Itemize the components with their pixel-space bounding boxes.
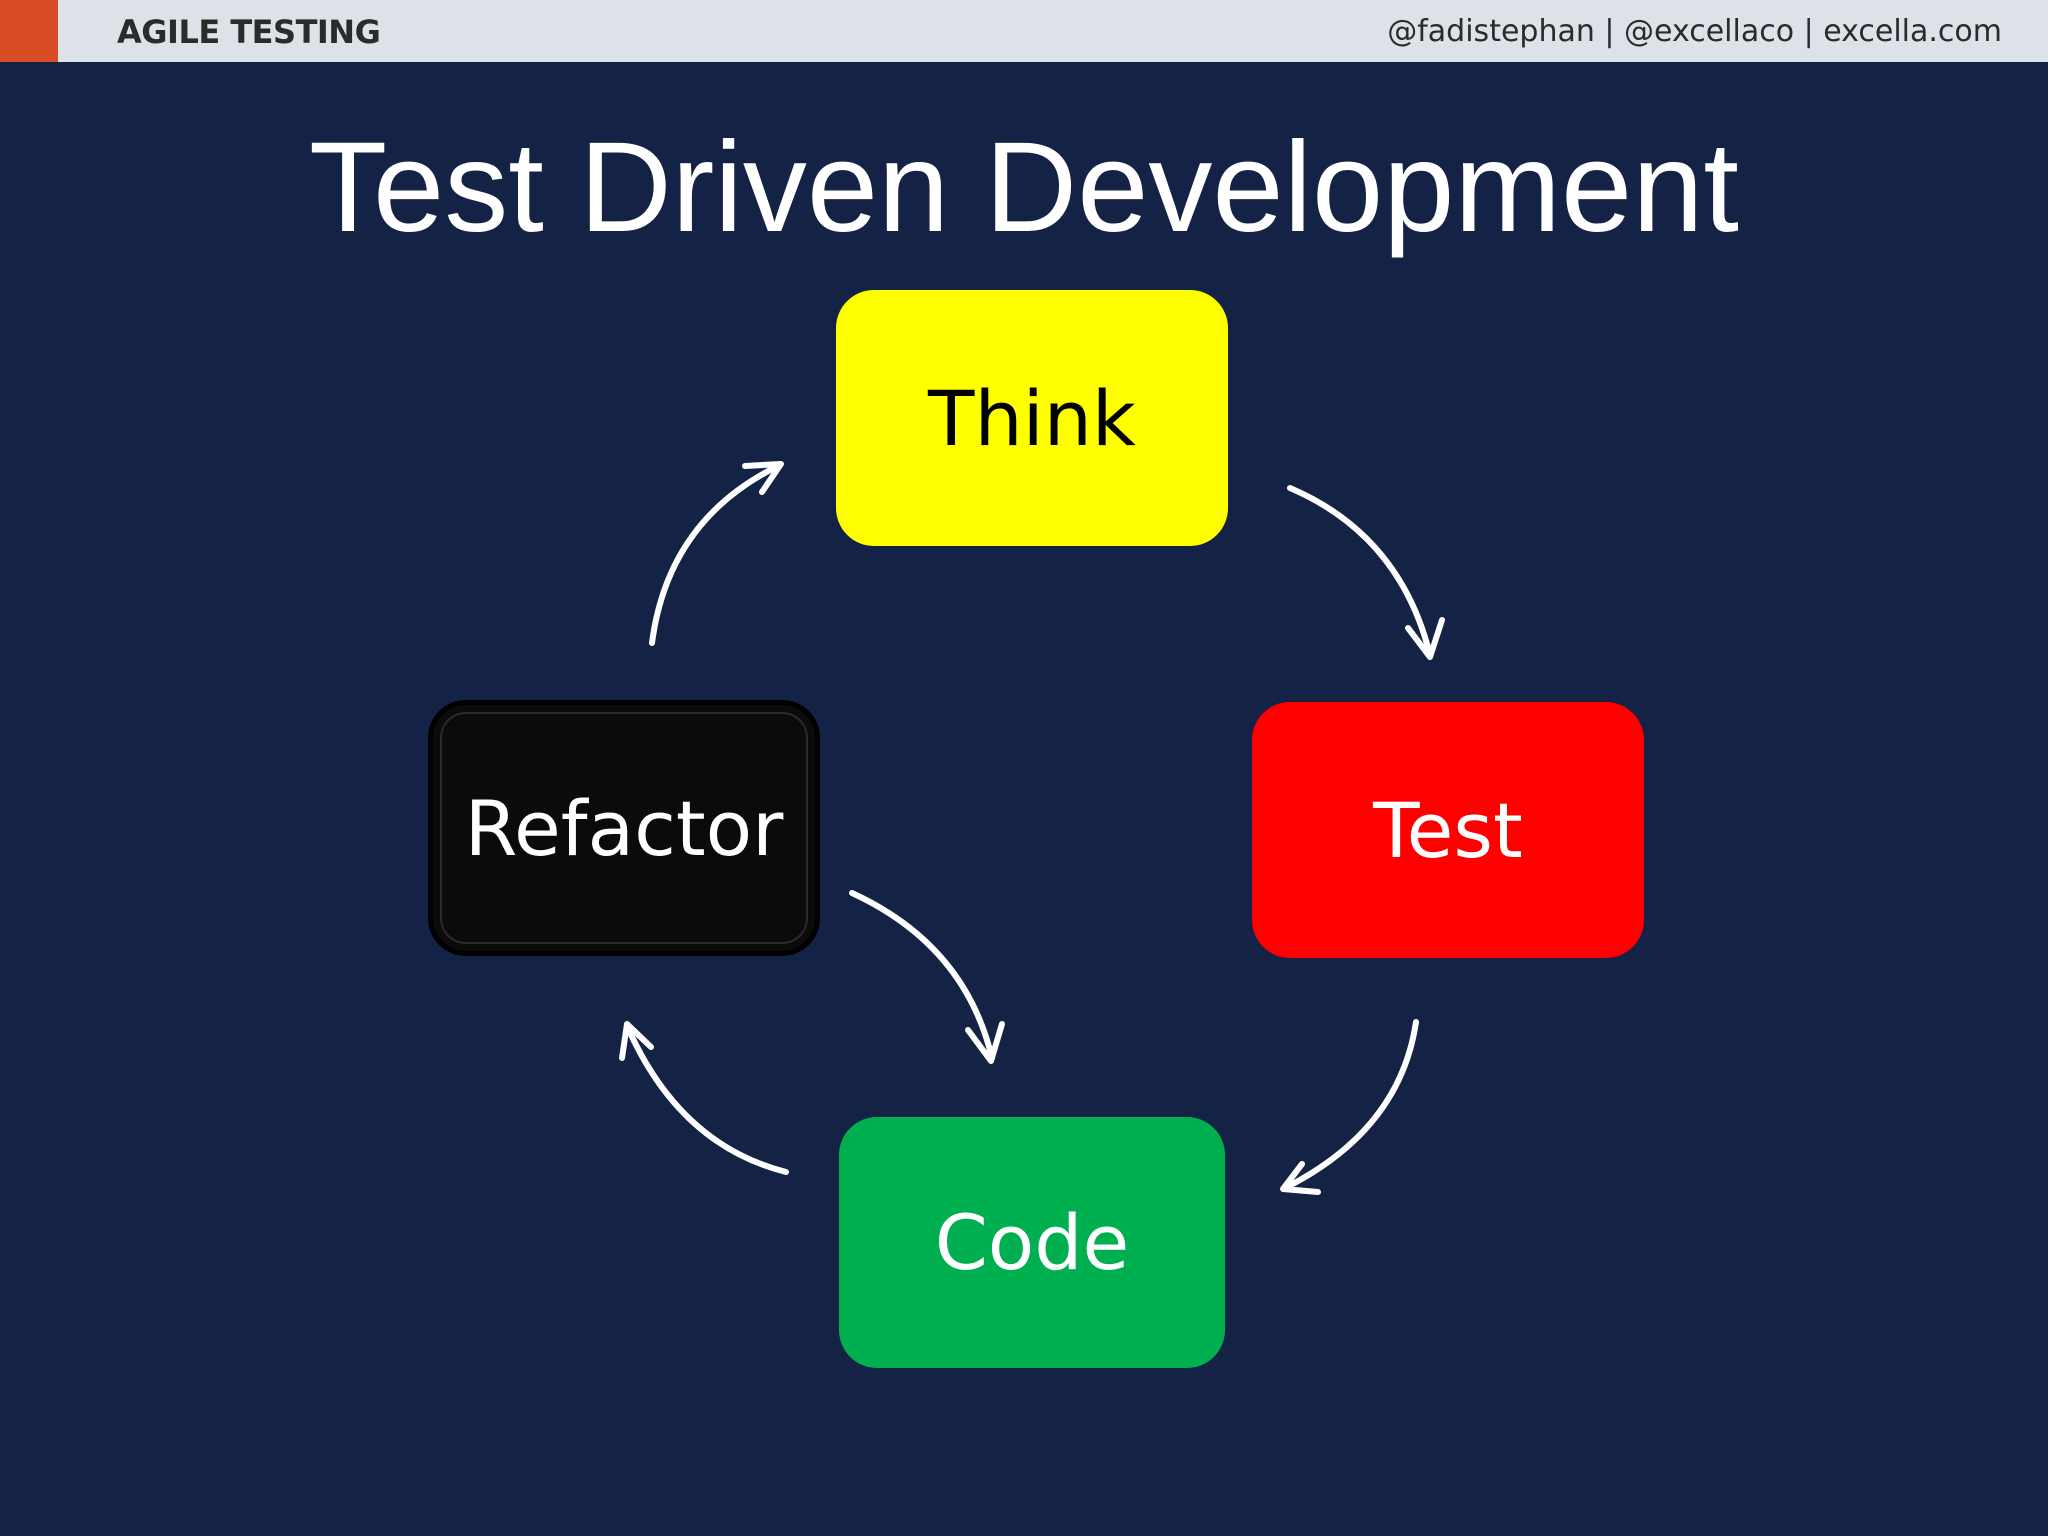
step-test: Test — [1252, 702, 1644, 958]
arrow-head-refactor-to-code — [965, 1021, 1005, 1064]
header-accent — [0, 0, 58, 62]
arrow-test-to-code — [1282, 1019, 1419, 1191]
arrow-code-to-refactor — [625, 1025, 789, 1175]
credits-text: @fadistephan | @excellaco | excella.com — [1387, 14, 2002, 49]
header-bar: AGILE TESTING @fadistephan | @excellaco … — [0, 0, 2048, 62]
arrow-head-think-to-test — [1405, 617, 1445, 660]
arrow-refactor-to-code — [849, 890, 995, 1061]
step-think: Think — [836, 290, 1228, 546]
step-refactor: Refactor — [428, 700, 820, 956]
section-label: AGILE TESTING — [117, 13, 381, 51]
arrow-refactor-to-think — [649, 463, 781, 646]
arrow-think-to-test — [1287, 485, 1433, 658]
slide-title: Test Driven Development — [309, 116, 1739, 259]
step-code: Code — [839, 1117, 1225, 1368]
arrow-head-code-to-refactor — [619, 1021, 654, 1061]
arrow-head-refactor-to-think — [742, 461, 784, 495]
arrow-head-test-to-code — [1280, 1161, 1321, 1195]
